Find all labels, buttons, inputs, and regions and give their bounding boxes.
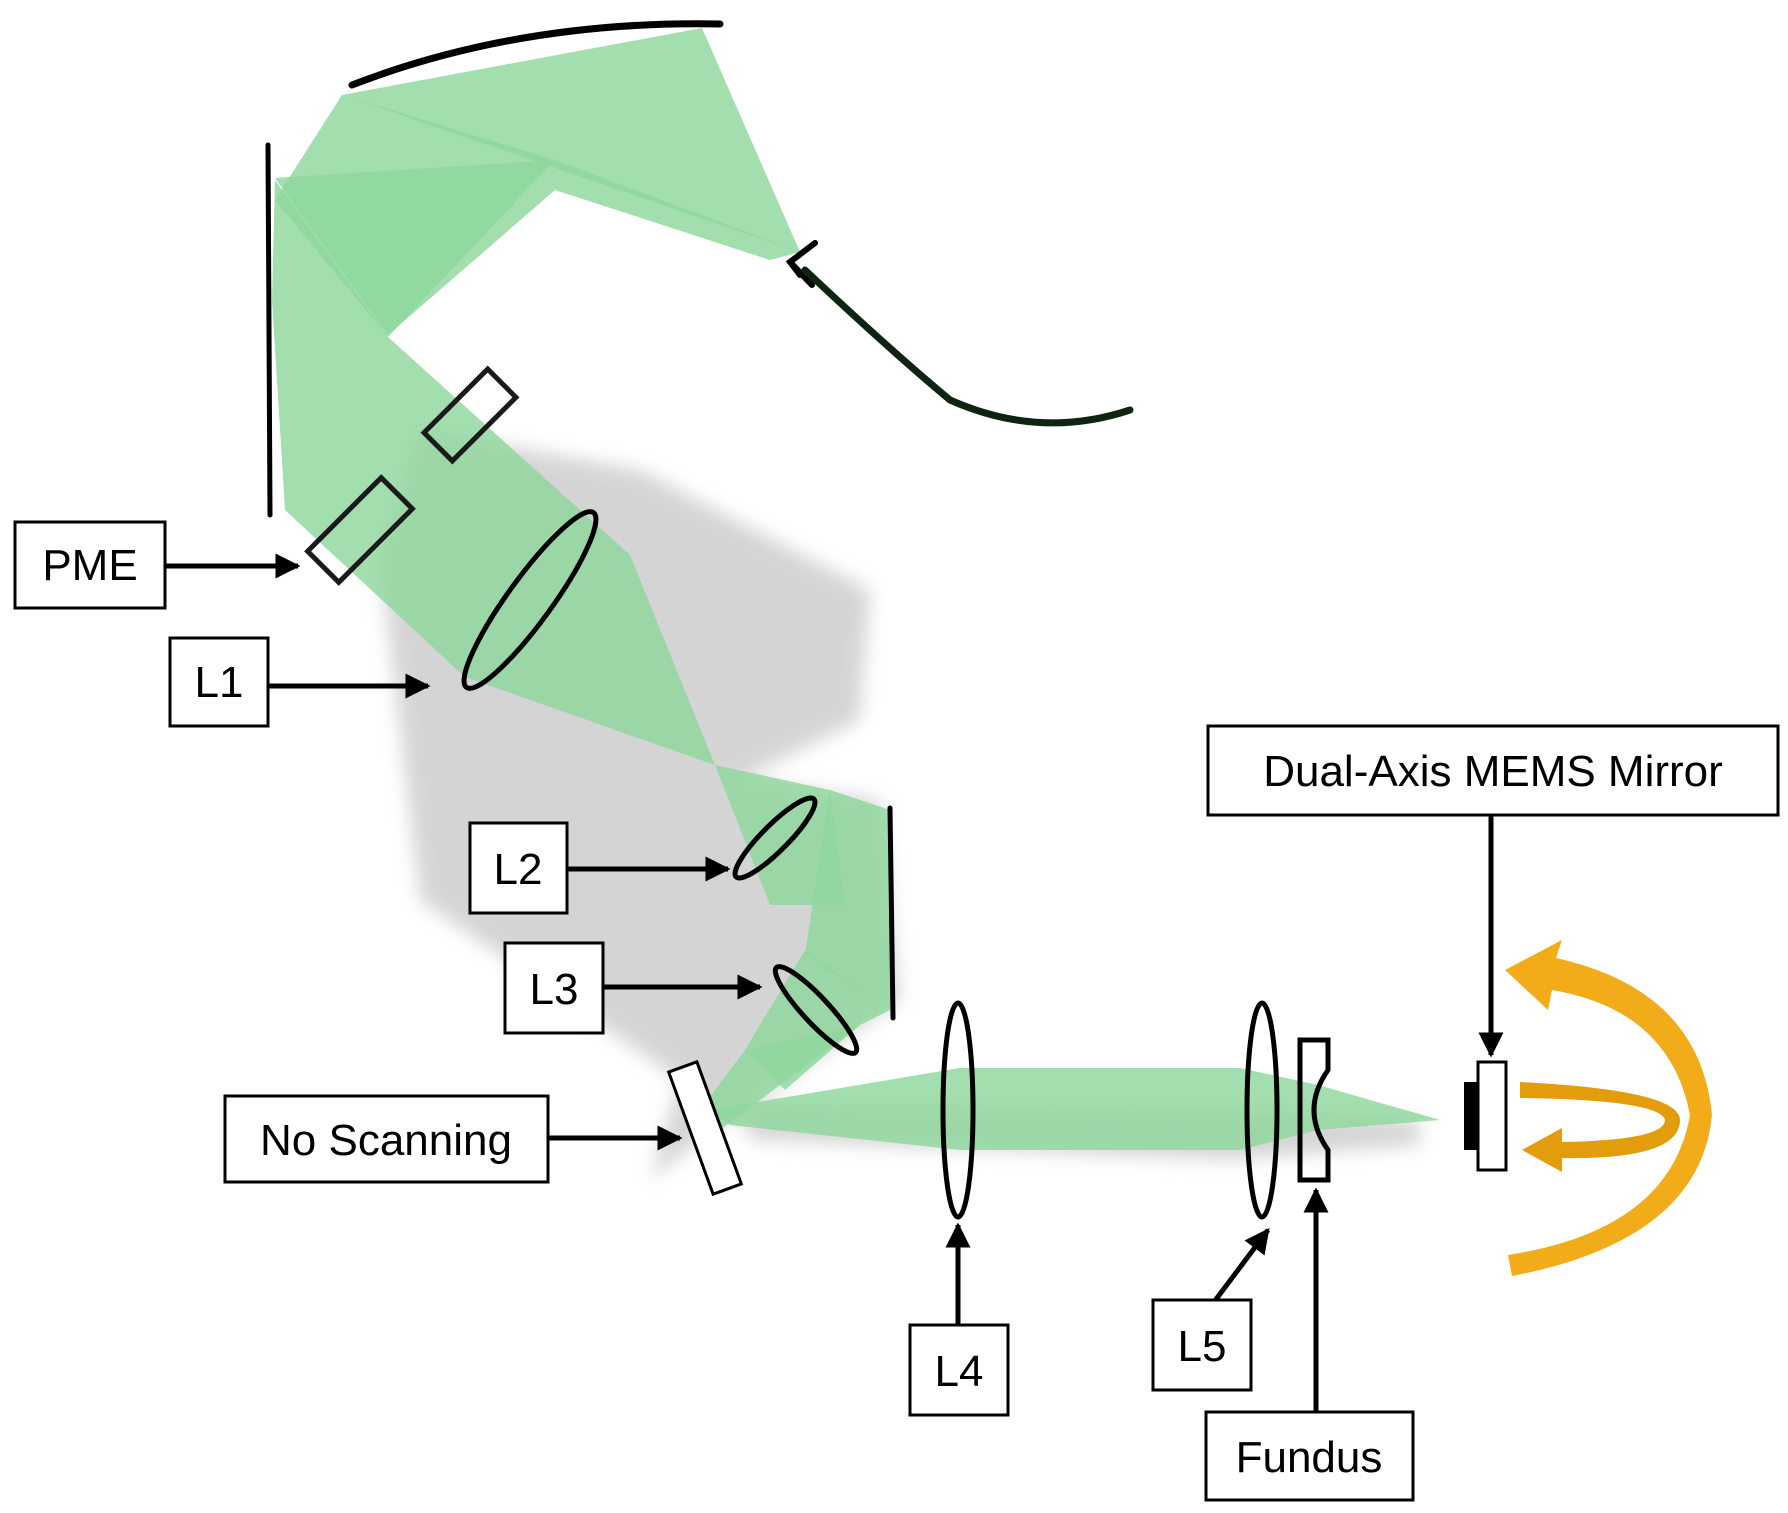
- label-mems-text: Dual-Axis MEMS Mirror: [1263, 747, 1723, 796]
- label-l4: L4: [908, 1323, 1010, 1417]
- label-dual-axis-mems-mirror: Dual-Axis MEMS Mirror: [1206, 724, 1780, 817]
- lens-L2: [732, 795, 818, 881]
- optical-fiber: [801, 266, 1134, 427]
- beam-fan-fiber-to-curved-mirror: [342, 28, 800, 252]
- mems-rotation-arrows: [1505, 940, 1712, 1276]
- pme-element-upper: [420, 365, 520, 465]
- label-fundus-text: Fundus: [1236, 1433, 1383, 1482]
- flat-mirror-right: [887, 805, 896, 1021]
- beam-horizontal-to-mems: [710, 1068, 1440, 1150]
- beam-converging-L1-to-focus: [465, 555, 715, 765]
- optical-components: [265, 20, 1508, 1220]
- pme-element-lower: [304, 474, 416, 586]
- label-pme: PME: [13, 520, 167, 610]
- mems-mirror-body: [1476, 1060, 1508, 1172]
- label-l2: L2: [468, 821, 569, 915]
- fiber-connector: [785, 240, 818, 288]
- label-l1: L1: [168, 636, 270, 728]
- label-l2-text: L2: [494, 845, 543, 894]
- flat-mirror-left: [265, 142, 273, 518]
- beam-reflection-right-mirror: [805, 790, 890, 1010]
- rotation-arrow-vertical: [1505, 940, 1712, 1276]
- fundus-element: [1297, 1037, 1331, 1183]
- label-no-scanning: No Scanning: [223, 1094, 550, 1184]
- lens-L3: [772, 964, 860, 1056]
- lens-L5: [1244, 1000, 1280, 1220]
- rotation-arrow-horizontal: [1520, 1082, 1680, 1172]
- curved-mirror: [348, 20, 724, 89]
- label-l4-text: L4: [935, 1347, 984, 1396]
- no-scanning-mirror: [666, 1059, 744, 1197]
- label-pme-text: PME: [42, 541, 137, 590]
- label-fundus: Fundus: [1204, 1410, 1415, 1502]
- lens-L4: [940, 1000, 976, 1220]
- lens-L1: [461, 509, 599, 691]
- light-beam: [272, 28, 1440, 1150]
- beam-to-no-scanning-mirror: [700, 1025, 860, 1130]
- label-l3: L3: [503, 941, 605, 1035]
- label-l3-text: L3: [530, 965, 579, 1014]
- label-no-scanning-text: No Scanning: [260, 1116, 512, 1165]
- callout-arrows: [165, 553, 1504, 1412]
- mems-mirror-surface: [1464, 1082, 1478, 1150]
- label-l5: L5: [1151, 1298, 1253, 1392]
- label-l5-text: L5: [1178, 1322, 1227, 1371]
- label-l1-text: L1: [195, 658, 244, 707]
